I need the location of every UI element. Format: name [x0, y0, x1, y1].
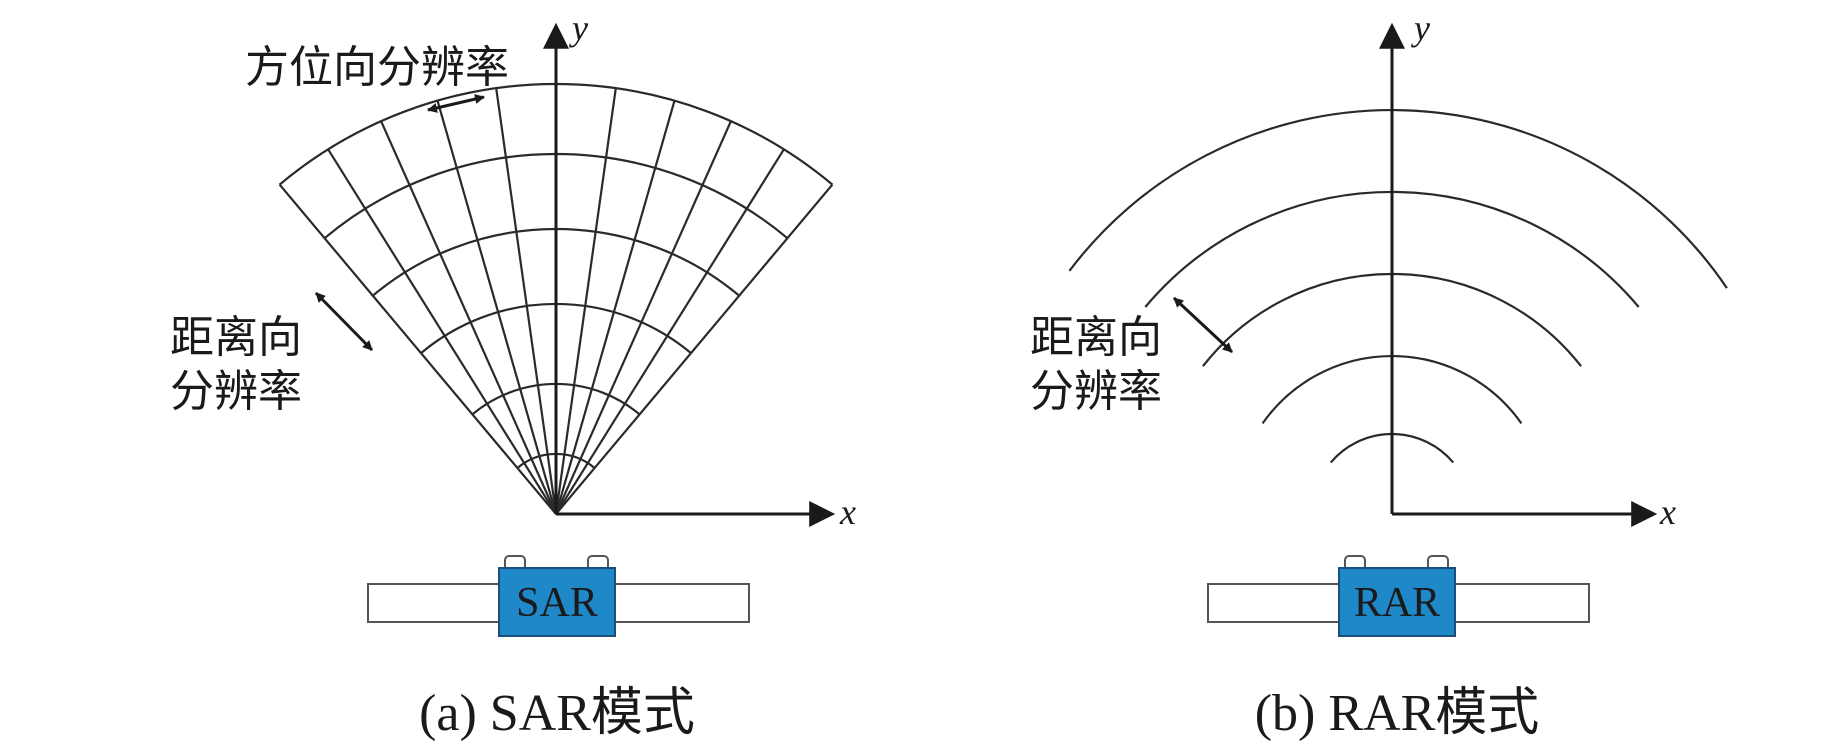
panel-rar: y x 距离向 分辨率 RAR (b) RAR模式: [1030, 8, 1728, 742]
sar-azimuth-ray: [495, 88, 558, 515]
sar-azimuth-arrow: [427, 94, 485, 113]
rar-range-arrow: [1172, 296, 1234, 354]
sar-azimuth-ray: [554, 120, 732, 515]
rar-caption: (b) RAR模式: [1255, 685, 1540, 742]
rar-range-label-line1: 距离向: [1030, 313, 1162, 362]
rar-range-label-line2: 分辨率: [1030, 367, 1162, 416]
rar-right-panel: [1453, 583, 1590, 623]
rar-range-arc: [1068, 109, 1728, 289]
rar-x-axis-label: x: [1659, 492, 1676, 532]
sar-device-label: SAR: [516, 580, 598, 626]
rar-device-body: [1338, 567, 1456, 637]
sar-range-label-line1: 距离向: [170, 313, 302, 362]
sar-azimuth-ray: [436, 100, 558, 515]
sar-azimuth-ray: [380, 120, 558, 515]
rar-y-axis-label: y: [1411, 8, 1430, 48]
sar-azimuth-ray: [554, 88, 617, 515]
sar-left-panel: [367, 583, 502, 623]
sar-caption: (a) SAR模式: [419, 685, 695, 742]
sar-azimuth-ray: [555, 148, 785, 515]
sar-x-axis-label: x: [839, 492, 856, 532]
rar-range-arcs: [1068, 109, 1728, 464]
sar-azimuth-label: 方位向分辨率: [245, 43, 509, 92]
sar-range-label-line2: 分辨率: [170, 367, 302, 416]
sar-right-panel: [613, 583, 750, 623]
sar-azimuth-ray: [278, 183, 557, 515]
sar-y-axis-label: y: [569, 8, 588, 48]
sar-range-arrow: [314, 291, 374, 352]
rar-device-label: RAR: [1354, 580, 1440, 626]
rar-left-panel: [1207, 583, 1342, 623]
panel-sar: y x 方位向分辨率 距离向 分辨率 SAR (a) SAR模式: [170, 8, 856, 742]
sar-azimuth-ray: [554, 100, 676, 515]
sar-azimuth-ray: [327, 148, 557, 515]
sar-azimuth-ray: [555, 183, 834, 515]
sar-device-body: [498, 567, 616, 637]
